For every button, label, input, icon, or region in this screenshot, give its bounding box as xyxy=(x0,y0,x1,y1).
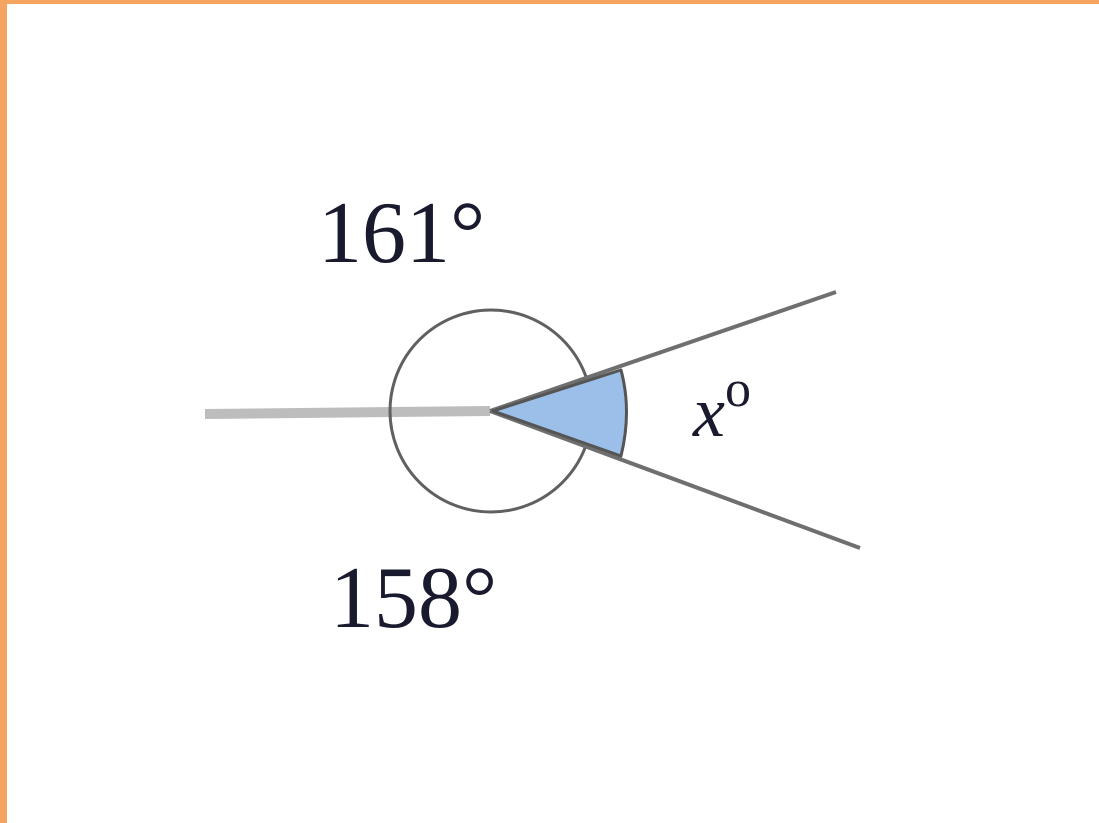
left-ray xyxy=(204,406,491,419)
lower-angle-label: 158° xyxy=(330,550,497,647)
unknown-angle-wedge xyxy=(491,368,628,458)
unknown-angle-degree: o xyxy=(725,361,751,418)
upper-right-ray xyxy=(489,290,837,413)
unknown-angle-label: xo xyxy=(692,361,751,452)
lower-right-ray xyxy=(489,409,861,550)
upper-angle-label: 161° xyxy=(318,185,485,282)
unknown-angle-variable: x xyxy=(692,372,725,452)
